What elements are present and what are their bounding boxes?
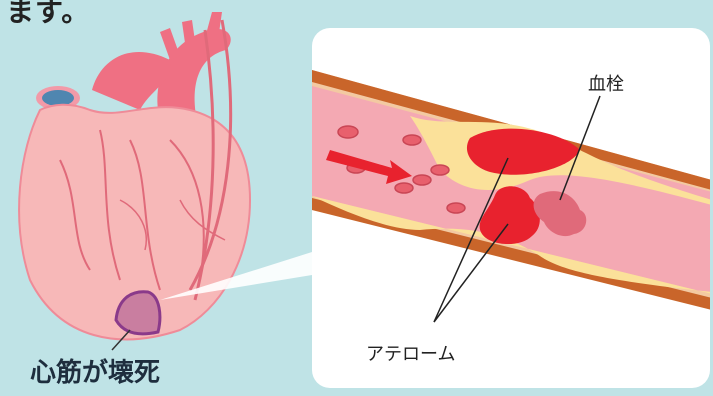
- aorta-branch: [160, 28, 180, 60]
- necrosis-label: 心筋が壊死: [30, 352, 160, 389]
- vena-cava-opening: [42, 90, 74, 106]
- heart-illustration: [19, 12, 250, 350]
- clot-label: 血栓: [588, 70, 624, 96]
- atheroma-label: アテローム: [366, 340, 455, 366]
